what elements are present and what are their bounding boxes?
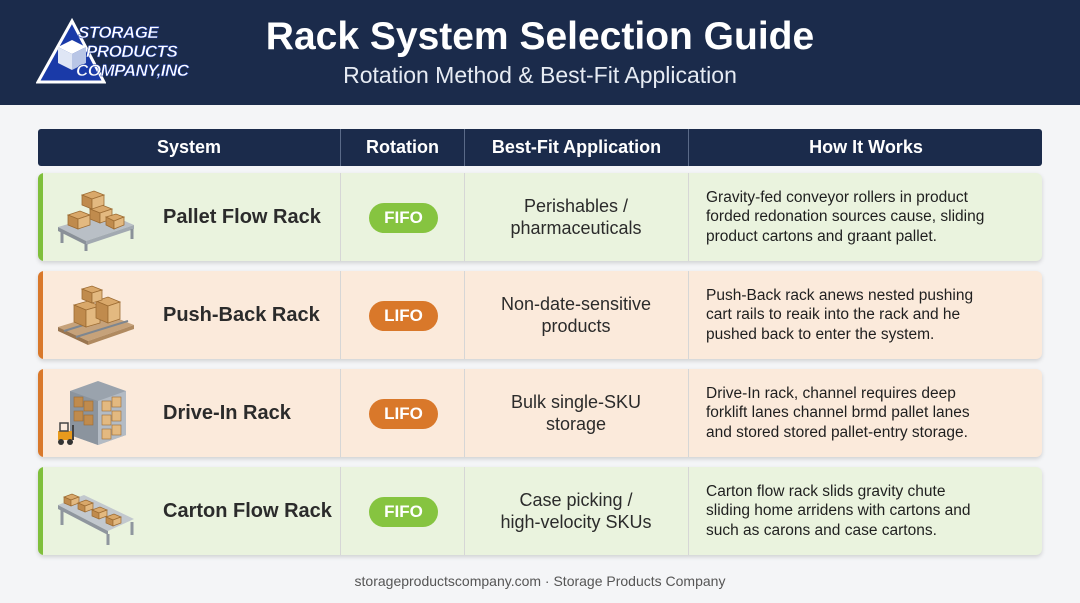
system-name: Push-Back Rack (163, 304, 320, 326)
row-accent-bar (38, 369, 43, 457)
column-header-rotation: Rotation (340, 129, 464, 166)
page-subtitle: Rotation Method & Best-Fit Application (343, 62, 737, 88)
company-logo: STORAGE PRODUCTS COMPANY,INC (36, 18, 232, 86)
carton-flow-icon (58, 493, 134, 545)
table-row-carton-flow: Carton Flow Rack FIFO Case picking /high… (38, 467, 1042, 555)
footer-link[interactable]: storageproductscompany.com · Storage Pro… (354, 573, 726, 589)
application-cell: Perishables /pharmaceuticals (510, 196, 642, 238)
column-header-application: Best-Fit Application (464, 129, 688, 166)
column-header-system: System (156, 137, 222, 157)
push-back-icon (58, 285, 134, 345)
logo-line-1: STORAGE (78, 23, 159, 42)
system-name: Carton Flow Rack (163, 500, 332, 522)
logo-triangle-icon (36, 18, 106, 84)
page-title: Rack System Selection Guide (265, 15, 815, 58)
logo-line-2: PRODUCTS (86, 42, 178, 61)
row-accent-bar (38, 173, 43, 261)
pallet-flow-icon (58, 190, 134, 251)
drive-in-icon (58, 381, 126, 445)
table-row-pallet-flow: Pallet Flow Rack FIFO Perishables /pharm… (38, 173, 1042, 261)
rotation-badge: LIFO (369, 399, 438, 429)
header-banner: STORAGE PRODUCTS COMPANY,INC Rack System… (0, 0, 1080, 105)
application-cell: Case picking /high-velocity SKUs (500, 490, 652, 532)
logo-line-3: COMPANY,INC (76, 61, 190, 80)
row-accent-bar (38, 467, 43, 555)
column-header-how: How It Works (688, 129, 1043, 166)
rotation-badge: FIFO (369, 203, 438, 233)
system-name: Pallet Flow Rack (163, 206, 321, 228)
rotation-badge: LIFO (369, 301, 438, 331)
table-header: System Rotation Best-Fit Application How… (38, 129, 1042, 166)
row-accent-bar (38, 271, 43, 359)
system-name: Drive-In Rack (163, 402, 291, 424)
rotation-badge: FIFO (369, 497, 438, 527)
